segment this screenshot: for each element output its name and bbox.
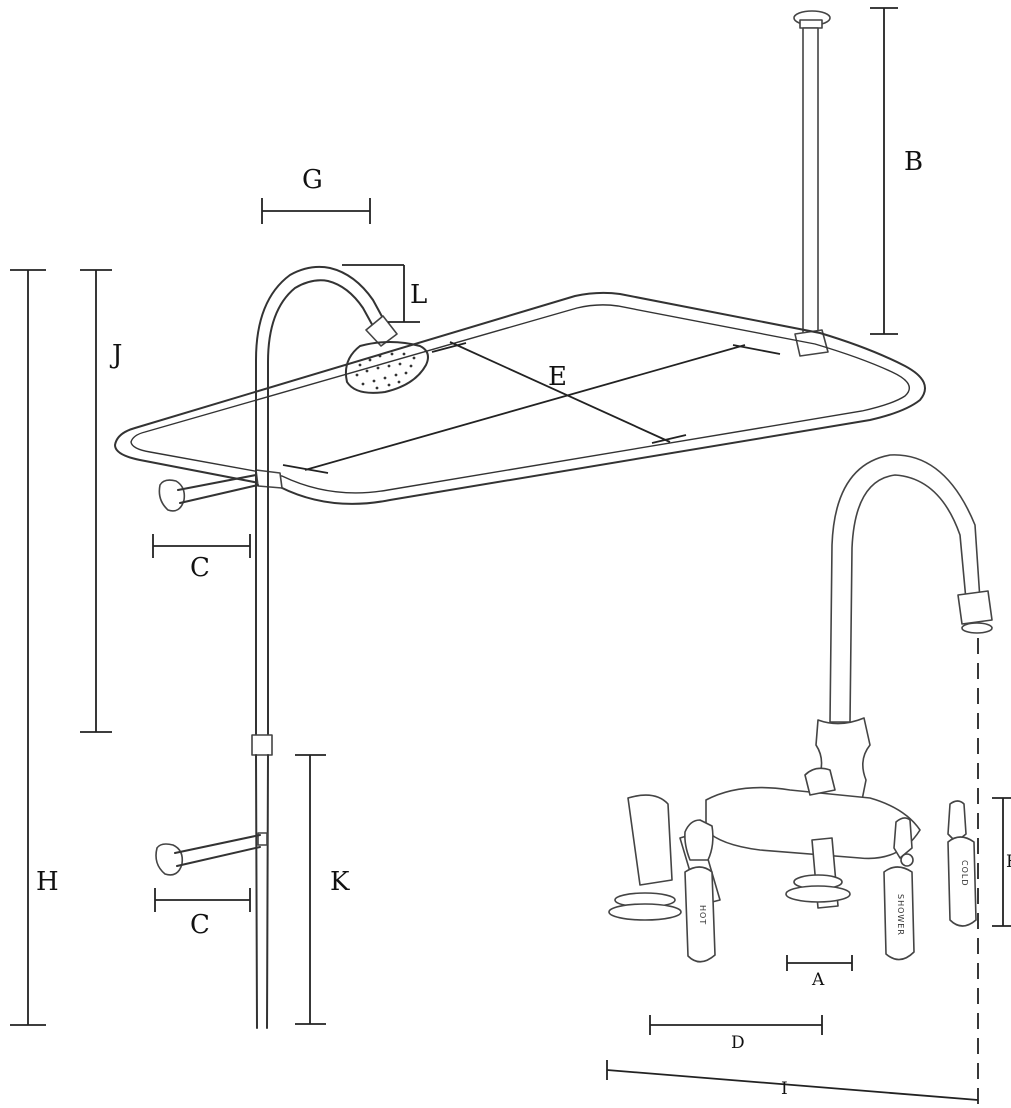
lower-riser [251,734,273,1029]
dimension-C-upper [152,534,251,558]
label-H: H [36,867,59,897]
lower-wall-support [155,834,261,876]
label-G: G [302,165,323,195]
label-C-lower: C [190,910,210,940]
dimension-H [10,269,46,1026]
dimension-D [649,1015,823,1035]
dimension-I [606,1060,979,1101]
label-L: L [410,280,427,310]
dimension-G [261,198,371,224]
label-J: J [109,340,122,370]
shower-handle-label: SHOWER [896,894,905,936]
dimension-B [870,7,898,335]
label-F: F [1006,852,1011,872]
shower-riser [255,265,398,736]
upper-wall-support [158,474,259,512]
dimension-F [992,797,1011,927]
dimension-C-lower [154,888,251,912]
tub-faucet: HOT SHOWER COLD [608,454,993,1105]
shower-head [344,341,429,394]
dimension-E [282,341,781,474]
dimension-J [80,269,112,733]
ceiling-support [793,10,831,357]
cold-handle-label: COLD [960,860,969,887]
label-K: K [330,867,350,897]
label-E: E [548,362,567,392]
hot-handle-label: HOT [698,905,707,925]
label-B: B [904,147,923,177]
label-I: I [781,1079,788,1099]
dimension-A [786,955,853,971]
dimension-L [342,264,420,323]
label-D: D [731,1033,745,1053]
label-A: A [811,970,825,990]
dimension-K [295,754,326,1025]
label-C-upper: C [190,553,210,583]
